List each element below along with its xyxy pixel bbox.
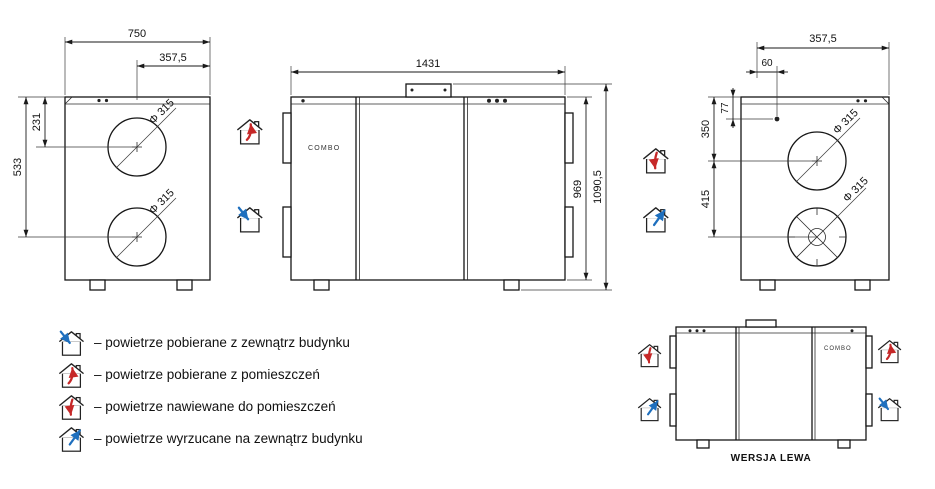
left-version-view: COMBO WERSJA LEWA <box>638 319 901 464</box>
side-view-left: 750 357,5 231 533 Φ 315 Φ 315 <box>12 28 211 291</box>
house-blue-out-icon <box>638 399 661 421</box>
dim-port-spacing-label: 415 <box>700 190 712 208</box>
dim-half-width-label: 357,5 <box>159 52 187 64</box>
dim-length-label: 1431 <box>416 58 440 70</box>
house-red-down-icon <box>638 345 661 367</box>
house-red-down-icon <box>643 149 668 173</box>
legend-item: – powietrze nawiewane do pomieszczeń <box>59 396 336 419</box>
side-view-right: 357,5 60 77 350 415 Φ 315 Φ 315 <box>700 33 890 291</box>
dim-port-bottom-label: 533 <box>12 158 24 176</box>
legend: – powietrze pobierane z zewnątrz budynku… <box>59 332 363 452</box>
dim-width-label: 750 <box>128 28 146 40</box>
legend-item-label: – powietrze pobierane z pomieszczeń <box>94 367 320 382</box>
unit-outline <box>740 96 890 291</box>
dim-offset-60-label: 60 <box>761 58 773 69</box>
dim-offset-77-label: 77 <box>720 102 731 114</box>
house-red-down-icon <box>59 396 83 419</box>
legend-item-label: – powietrze wyrzucane na zewnątrz budynk… <box>94 431 363 446</box>
dim-height-total-label: 1090,5 <box>592 170 604 204</box>
house-blue-out-icon <box>643 208 668 232</box>
unit-outline: COMBO <box>282 83 574 291</box>
view-caption: WERSJA LEWA <box>731 453 812 464</box>
house-red-up-icon <box>59 364 83 387</box>
legend-item: – powietrze wyrzucane na zewnątrz budynk… <box>59 428 363 451</box>
dim-height-body-label: 969 <box>572 180 584 198</box>
unit-outline: COMBO <box>669 319 873 449</box>
brand-label: COMBO <box>308 145 340 152</box>
legend-item-label: – powietrze nawiewane do pomieszczeń <box>94 399 336 414</box>
unit-outline <box>64 96 211 291</box>
legend-item-label: – powietrze pobierane z zewnątrz budynku <box>94 335 350 350</box>
legend-item: – powietrze pobierane z pomieszczeń <box>59 364 320 387</box>
dim-half-width-label: 357,5 <box>809 33 837 45</box>
dimensions: 1431 969 1090,5 <box>290 58 612 291</box>
house-blue-in-icon <box>237 208 262 232</box>
house-blue-in-icon <box>878 399 901 421</box>
dim-port-top-label: 350 <box>700 120 712 138</box>
brand-label: COMBO <box>824 346 852 352</box>
front-view: COMBO 1431 969 1090,5 <box>237 58 668 291</box>
house-red-up-icon <box>237 120 262 144</box>
dim-port-top-label: 231 <box>31 113 43 131</box>
house-blue-in-icon <box>59 332 83 356</box>
house-blue-out-icon <box>59 428 83 451</box>
reference-point <box>774 116 780 122</box>
house-red-up-icon <box>878 341 901 363</box>
legend-item: – powietrze pobierane z zewnątrz budynku <box>59 332 350 356</box>
